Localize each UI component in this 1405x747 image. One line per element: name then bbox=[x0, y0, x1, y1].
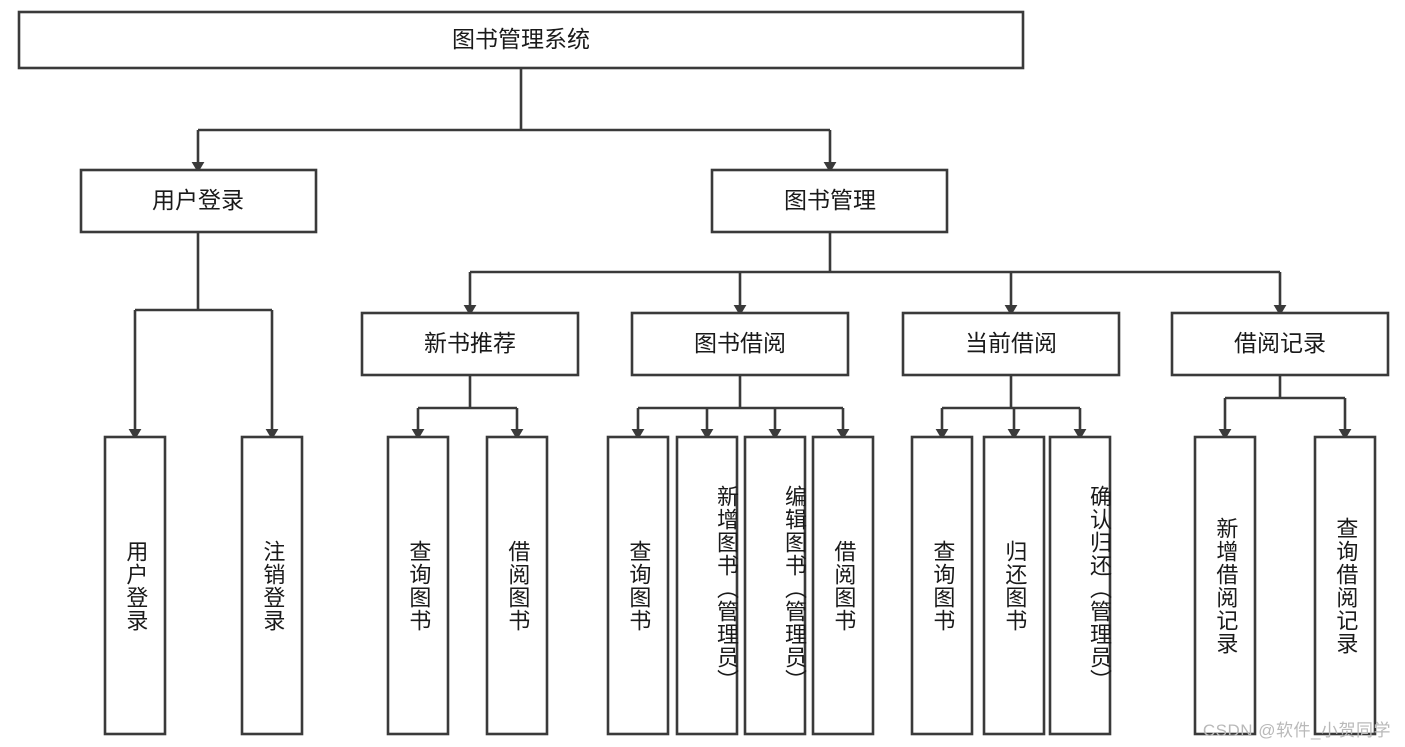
node-book-management[interactable]: 图书管理 bbox=[710, 168, 949, 234]
node-new-book-recommend-box[interactable] bbox=[360, 311, 580, 377]
node-root[interactable]: 图书管理系统 bbox=[17, 10, 1025, 70]
node-new-book-recommend[interactable]: 新书推荐 bbox=[360, 311, 580, 377]
node-borrow-record[interactable]: 借阅记录 bbox=[1170, 311, 1390, 377]
connector-group-root bbox=[191, 68, 837, 173]
node-leaf-query-book-3-box[interactable] bbox=[910, 435, 974, 736]
node-borrow-record-box[interactable] bbox=[1170, 311, 1390, 377]
node-new-book-recommend-label: 新书推荐 bbox=[424, 330, 516, 356]
node-book-borrow[interactable]: 图书借阅 bbox=[630, 311, 850, 377]
node-book-management-label: 图书管理 bbox=[784, 187, 876, 213]
node-leaf-add-book-box[interactable] bbox=[675, 435, 739, 736]
csdn-watermark: CSDN @软件_小贺同学 bbox=[1202, 721, 1391, 740]
node-leaf-query-record-box[interactable] bbox=[1313, 435, 1377, 736]
node-current-borrow[interactable]: 当前借阅 bbox=[901, 311, 1121, 377]
node-root-box[interactable] bbox=[17, 10, 1025, 70]
connector-group-book-management bbox=[463, 232, 1287, 316]
connector-group-book-borrow bbox=[631, 375, 850, 440]
node-leaf-add-record-box[interactable] bbox=[1193, 435, 1257, 736]
node-current-borrow-box[interactable] bbox=[901, 311, 1121, 377]
node-current-borrow-label: 当前借阅 bbox=[965, 330, 1057, 356]
node-user-login[interactable]: 用户登录 bbox=[79, 168, 318, 234]
node-book-borrow-box[interactable] bbox=[630, 311, 850, 377]
node-user-login-label: 用户登录 bbox=[152, 187, 244, 213]
node-leaf-query-book-2-box[interactable] bbox=[606, 435, 670, 736]
connector-group-new-book-recommend bbox=[411, 375, 524, 440]
node-book-borrow-label: 图书借阅 bbox=[694, 330, 786, 356]
node-leaf-borrow-book-1-box[interactable] bbox=[485, 435, 549, 736]
node-leaf-confirm-return-box[interactable] bbox=[1048, 435, 1112, 736]
connector-group-borrow-record bbox=[1218, 375, 1352, 440]
connector-group-current-borrow bbox=[935, 375, 1087, 440]
node-leaf-borrow-book-2-box[interactable] bbox=[811, 435, 875, 736]
node-leaf-user-login-box[interactable] bbox=[103, 435, 167, 736]
node-user-login-box[interactable] bbox=[79, 168, 318, 234]
node-borrow-record-label: 借阅记录 bbox=[1234, 330, 1326, 356]
node-leaf-logout-box[interactable] bbox=[240, 435, 304, 736]
node-book-management-box[interactable] bbox=[710, 168, 949, 234]
node-leaf-edit-book-box[interactable] bbox=[743, 435, 807, 736]
connector-group-user-login bbox=[128, 232, 279, 440]
node-leaf-query-book-1-box[interactable] bbox=[386, 435, 450, 736]
node-leaf-return-book-box[interactable] bbox=[982, 435, 1046, 736]
node-root-label: 图书管理系统 bbox=[452, 26, 590, 52]
